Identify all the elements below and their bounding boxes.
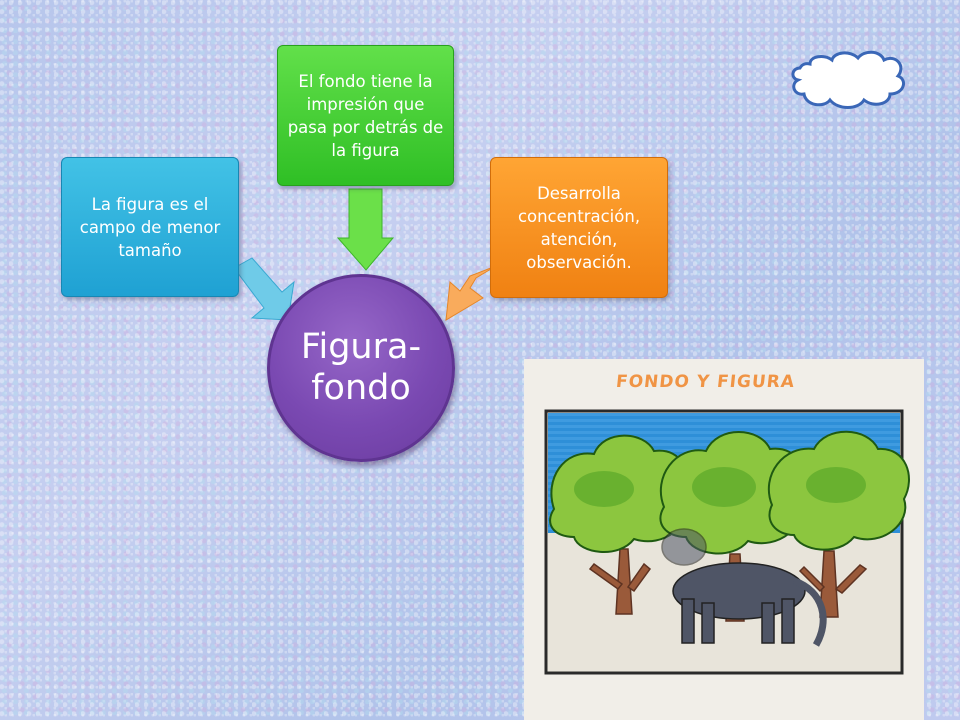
node-develops-skills: Desarrolla concentración, atención, obse… (490, 157, 668, 298)
node-develops-skills-text: Desarrolla concentración, atención, obse… (517, 183, 641, 272)
forest-panther-drawing (524, 359, 924, 720)
illustration-photo: FONDO Y FIGURA (524, 359, 924, 720)
arrow-left-to-center (233, 257, 295, 321)
node-figure-size: La figura es el campo de menor tamaño (61, 157, 239, 297)
node-background-impression-text: El fondo tiene la impresión que pasa por… (287, 71, 444, 160)
arrow-top-to-center (336, 188, 395, 271)
center-node-figura-fondo: Figura- fondo (267, 274, 455, 462)
node-figure-size-text: La figura es el campo de menor tamaño (79, 194, 221, 260)
cloud-icon[interactable] (786, 48, 912, 114)
center-node-text: Figura- fondo (300, 327, 422, 408)
illustration-title: FONDO Y FIGURA (614, 372, 797, 392)
arrow-right-to-center (445, 265, 497, 321)
node-background-impression: El fondo tiene la impresión que pasa por… (277, 45, 454, 186)
